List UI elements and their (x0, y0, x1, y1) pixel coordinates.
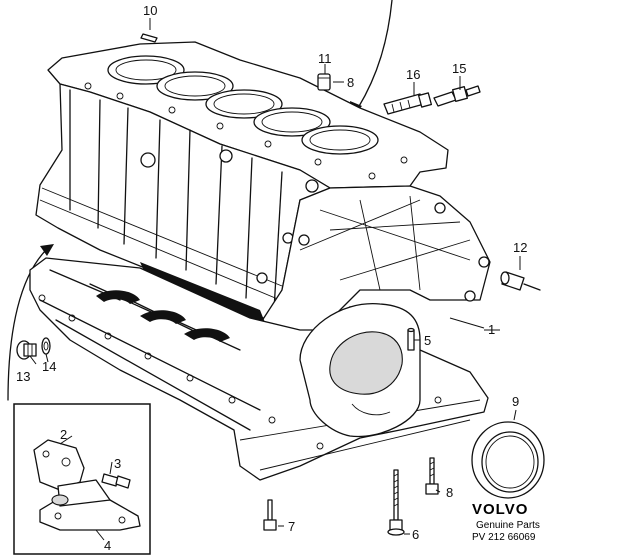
part-7-bolt (263, 499, 277, 531)
callout-6: 6 (412, 527, 419, 542)
callout-16: 16 (406, 67, 420, 82)
bedplate-ladder-frame (29, 257, 489, 481)
leader-lines (29, 18, 521, 541)
part-8-bolt-lower (425, 457, 439, 495)
callout-8-lower: 8 (446, 485, 453, 500)
callout-13: 13 (16, 369, 30, 384)
part-15-valve (433, 85, 481, 107)
callout-10: 10 (143, 3, 157, 18)
part-11-plug (317, 73, 331, 91)
callout-12: 12 (513, 240, 527, 255)
callout-3: 3 (114, 456, 121, 471)
callout-15: 15 (452, 61, 466, 76)
callout-4: 4 (104, 538, 111, 553)
flow-arrow-top (350, 0, 393, 117)
callout-labels: 10 11 8 16 15 12 1 5 13 14 9 8 6 7 2 3 4 (16, 3, 527, 553)
callout-5: 5 (424, 333, 431, 348)
callout-9: 9 (512, 394, 519, 409)
volvo-logo: VOLVO (472, 501, 528, 518)
part-5-pin (407, 327, 415, 351)
brand-block: VOLVO Genuine Parts PV 212 66069 (472, 501, 540, 543)
callout-8-upper: 8 (347, 75, 354, 90)
cylinder-block (35, 41, 491, 361)
callout-14: 14 (42, 359, 56, 374)
part-6-bolt (387, 469, 405, 536)
part-12-sleeve (500, 271, 541, 291)
cylinder-bores (107, 55, 379, 155)
part-13-plug (16, 340, 37, 360)
brand-part-number: PV 212 66069 (472, 532, 536, 543)
part-9-crankshaft-seal (471, 421, 545, 499)
flow-arrow-left (7, 244, 54, 401)
callout-2: 2 (60, 427, 67, 442)
callout-11: 11 (318, 51, 332, 66)
inset-engine-mount (13, 403, 151, 555)
callout-1: 1 (488, 322, 495, 337)
part-10-pin (140, 33, 158, 43)
callout-7: 7 (288, 519, 295, 534)
brand-genuine-parts: Genuine Parts (476, 520, 540, 531)
part-16-fitting (383, 92, 433, 115)
part-14-washer (41, 337, 51, 355)
